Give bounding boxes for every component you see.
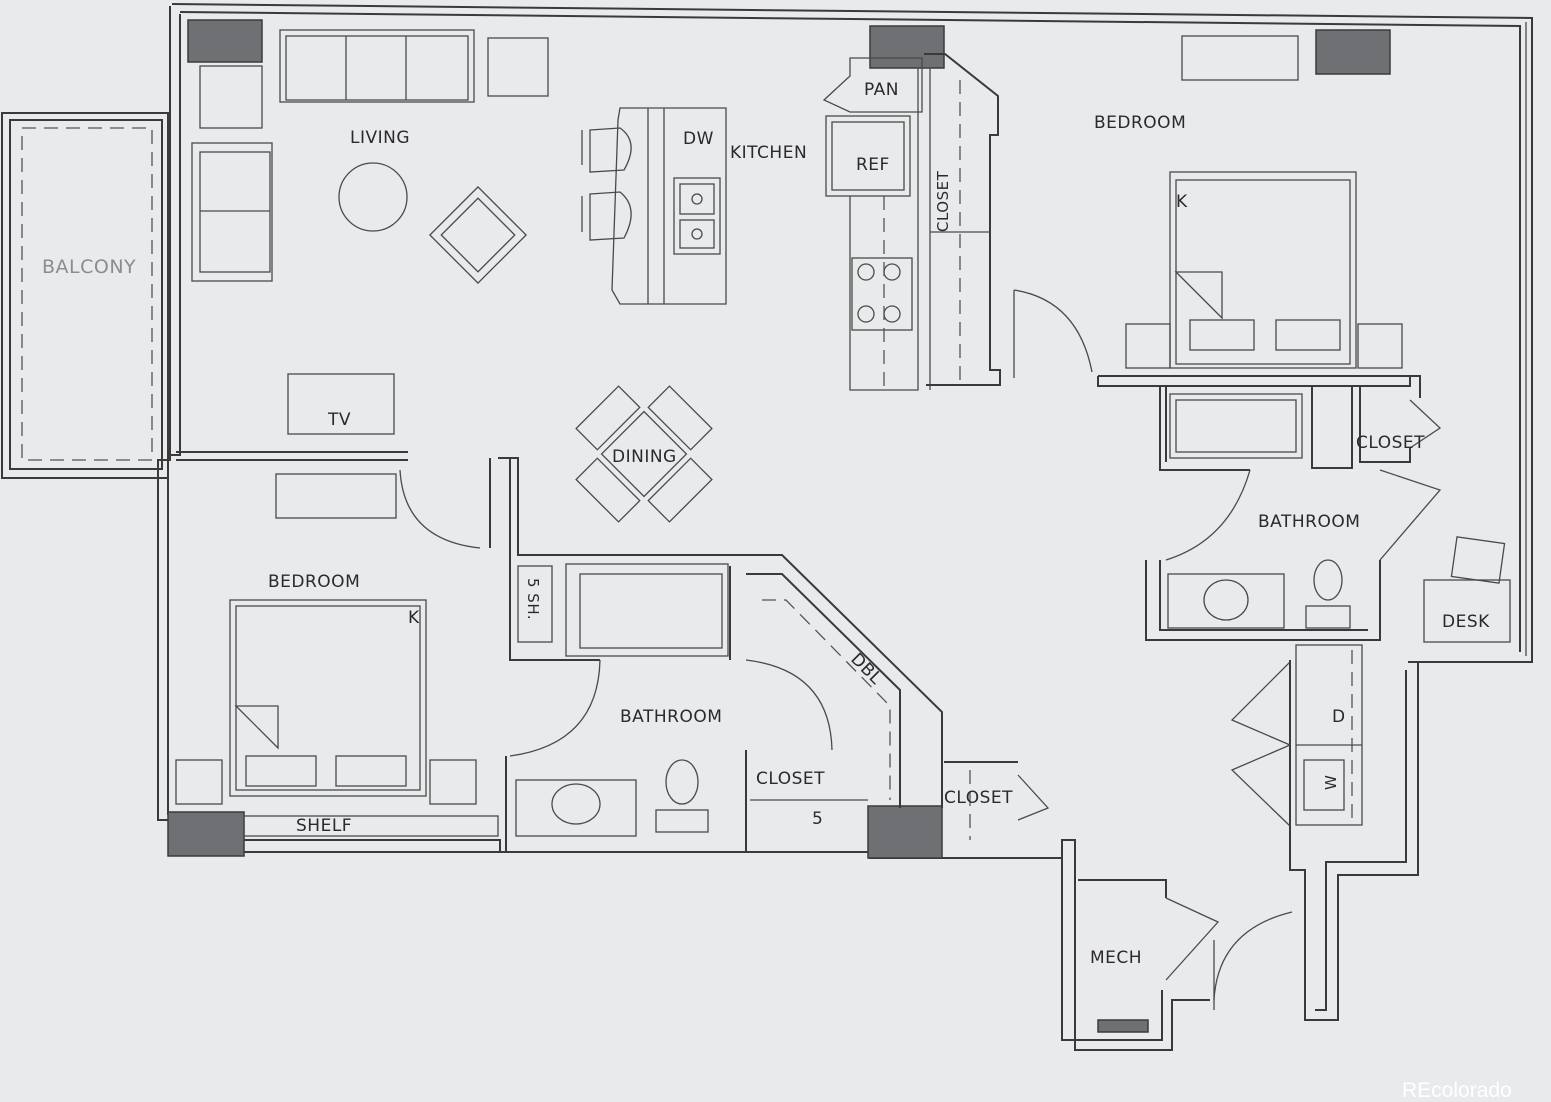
exterior-walls xyxy=(157,3,1533,1051)
closet-1-label: CLOSET xyxy=(1356,433,1425,453)
dryer-label: D xyxy=(1332,707,1346,727)
kitchen-closet-label: CLOSET xyxy=(934,170,952,232)
mech-entry xyxy=(1078,879,1293,1010)
double-rod-label: DBL xyxy=(846,649,885,688)
bed-2-size-label: K xyxy=(408,608,420,628)
desk-label: DESK xyxy=(1442,612,1490,632)
left-bedroom xyxy=(175,451,499,837)
structural-columns xyxy=(167,19,1391,1033)
bed-1-size-label: K xyxy=(1176,192,1188,212)
closet-2-label: CLOSET xyxy=(756,769,825,789)
living-label: LIVING xyxy=(350,128,410,148)
bathroom-2-label: BATHROOM xyxy=(620,707,722,727)
kitchen-label: KITCHEN xyxy=(730,143,807,163)
washer-label: W xyxy=(1322,775,1340,790)
balcony xyxy=(1,112,169,479)
right-bathroom xyxy=(1145,386,1442,641)
dishwasher-label: DW xyxy=(683,129,714,149)
kitchen xyxy=(581,53,1093,391)
watermark: REcolorado xyxy=(1402,1079,1512,1102)
laundry xyxy=(1230,644,1363,827)
left-bathroom xyxy=(489,457,1050,852)
mech-label: MECH xyxy=(1090,948,1142,968)
bedroom-1-label: BEDROOM xyxy=(1094,113,1186,133)
tv-label: TV xyxy=(327,410,351,430)
bathroom-1-label: BATHROOM xyxy=(1258,512,1360,532)
shelf-label: SHELF xyxy=(296,816,352,836)
dining-set xyxy=(575,385,713,523)
pantry-label: PAN xyxy=(864,80,899,100)
balcony-label: BALCONY xyxy=(42,256,136,278)
dining-label: DINING xyxy=(612,447,677,467)
right-bedroom xyxy=(1097,35,1511,643)
bedroom-2-label: BEDROOM xyxy=(268,572,360,592)
refrigerator-label: REF xyxy=(856,155,890,175)
living-furniture xyxy=(191,29,549,435)
shower-label: 5 SH. xyxy=(524,578,542,620)
hall-closet-label: CLOSET xyxy=(944,788,1013,808)
closet-2-shelf-label: 5 xyxy=(812,809,823,829)
